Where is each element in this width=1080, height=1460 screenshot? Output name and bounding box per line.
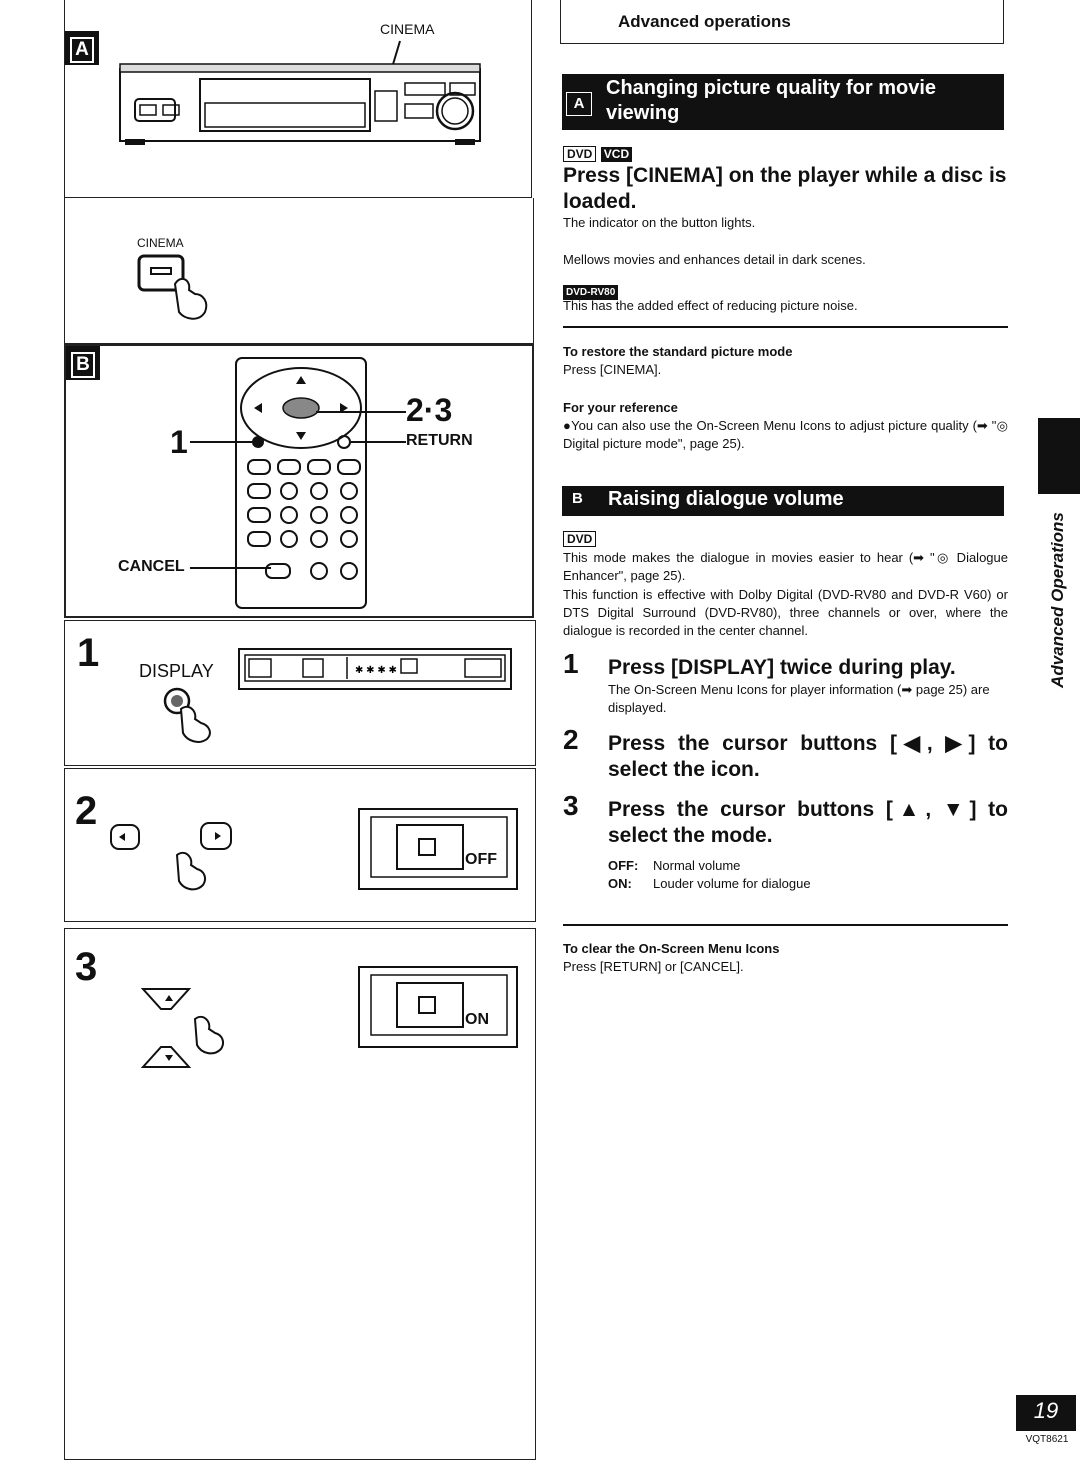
step3-panel: 3 ON	[64, 928, 536, 1460]
cinema-button-icon	[137, 254, 208, 320]
clear-title: To clear the On-Screen Menu Icons	[563, 941, 780, 956]
dialogue-on-label: ON	[465, 1011, 489, 1028]
doc-code: VQT8621	[1025, 1434, 1069, 1445]
reference-title: For your reference	[563, 400, 678, 415]
step1-number: 1	[77, 631, 100, 675]
dvd-rv80-tag: DVD-RV80	[563, 285, 619, 300]
mode-on: ON:Louder volume for dialogue	[608, 876, 811, 891]
restore-title: To restore the standard picture mode	[563, 344, 793, 359]
dvd-tag-b: DVD	[563, 531, 597, 547]
dialogue-on-screen	[358, 966, 518, 1048]
vcd-tag: VCD	[600, 147, 633, 162]
divider-1	[563, 326, 1008, 328]
dialogue-off-label: OFF	[465, 851, 497, 868]
step1-title: Press [DISPLAY] twice during play.	[608, 656, 956, 679]
svg-text:✱ ✱ ✱ ✱: ✱ ✱ ✱ ✱	[355, 665, 397, 676]
section-b-p2: This function is effective with Dolby Di…	[563, 587, 1008, 638]
up-down-buttons-icon	[140, 988, 224, 1068]
remote-control-illustration	[235, 357, 367, 609]
callout-cancel: CANCEL	[118, 558, 185, 575]
step2-num-right: 2	[563, 724, 579, 755]
step3-title: Press the cursor buttons [▲, ▼] to selec…	[608, 798, 1008, 847]
dvd-tag: DVD	[563, 146, 597, 162]
section-b-badge: B	[572, 490, 583, 507]
step3-num-right: 3	[563, 790, 579, 821]
callout-2-3: 2·3	[406, 392, 453, 428]
panel-a-label: A	[65, 31, 99, 65]
section-header-box	[560, 0, 1004, 44]
panel-b: B 2·3 1 RETURN CANCEL	[64, 344, 534, 618]
callout-lines	[190, 411, 406, 569]
section-a-tags: DVD VCD	[563, 145, 633, 163]
page-number: 19	[1033, 1398, 1059, 1423]
section-a-heading: A Changing picture quality for movie vie…	[562, 74, 1004, 130]
side-tab-label: Advanced Operations	[1048, 512, 1067, 688]
section-header: Advanced operations	[618, 12, 791, 31]
divider-2	[563, 924, 1008, 926]
section-a-p1: The indicator on the button lights.	[563, 215, 756, 230]
callout-1: 1	[170, 424, 188, 460]
cinema-label: CINEMA	[380, 21, 435, 37]
restore-text: Press [CINEMA].	[563, 362, 662, 377]
reference-text: ●You can also use the On-Screen Menu Ico…	[563, 418, 1008, 451]
step1-num-right: 1	[563, 648, 579, 679]
step2-panel: 2 OFF	[64, 768, 536, 922]
mode-list: OFF:Normal volume ON:Louder volume for d…	[608, 857, 811, 893]
left-right-buttons-icon	[110, 822, 232, 891]
cinema-button-panel: CINEMA	[64, 198, 534, 344]
section-a-instruction: Press [CINEMA] on the player while a dis…	[563, 164, 1007, 213]
step1-panel: 1 DISPLAY ✱ ✱ ✱ ✱	[64, 620, 536, 766]
section-a-title: Changing picture quality for movie viewi…	[606, 77, 937, 124]
dialogue-off-screen	[358, 808, 518, 890]
page-number-box	[1016, 1395, 1076, 1431]
callout-return: RETURN	[406, 432, 473, 449]
step2-number: 2	[75, 789, 98, 833]
step3-number: 3	[75, 945, 98, 989]
mode-off: OFF:Normal volume	[608, 858, 741, 873]
side-tab-block	[1038, 418, 1080, 494]
section-b-title: Raising dialogue volume	[608, 488, 844, 510]
step1-display-label: DISPLAY	[139, 661, 214, 681]
section-b-heading: B Raising dialogue volume	[562, 486, 1004, 516]
clear-text: Press [RETURN] or [CANCEL].	[563, 959, 744, 974]
section-b-p1: This mode makes the dialogue in movies e…	[563, 550, 1008, 583]
display-button-icon	[163, 687, 211, 743]
step1-note: The On-Screen Menu Icons for player info…	[608, 682, 990, 715]
dvd-rv80-tag-wrap: DVD-RV80	[563, 282, 619, 300]
panel-a: A CINEMA	[64, 0, 532, 198]
onscreen-menu-icons-bar: ✱ ✱ ✱ ✱	[238, 648, 512, 690]
section-a-p2: Mellows movies and enhances detail in da…	[563, 252, 866, 267]
step2-title: Press the cursor buttons [◀, ▶] to selec…	[608, 732, 1008, 781]
dvd-player-illustration	[119, 40, 481, 145]
section-a-p3: This has the added effect of reducing pi…	[563, 298, 858, 313]
section-b-tag-wrap: DVD	[563, 530, 597, 548]
cinema-button-label: CINEMA	[137, 236, 184, 250]
section-a-badge: A	[566, 92, 592, 116]
panel-b-label: B	[66, 346, 100, 380]
